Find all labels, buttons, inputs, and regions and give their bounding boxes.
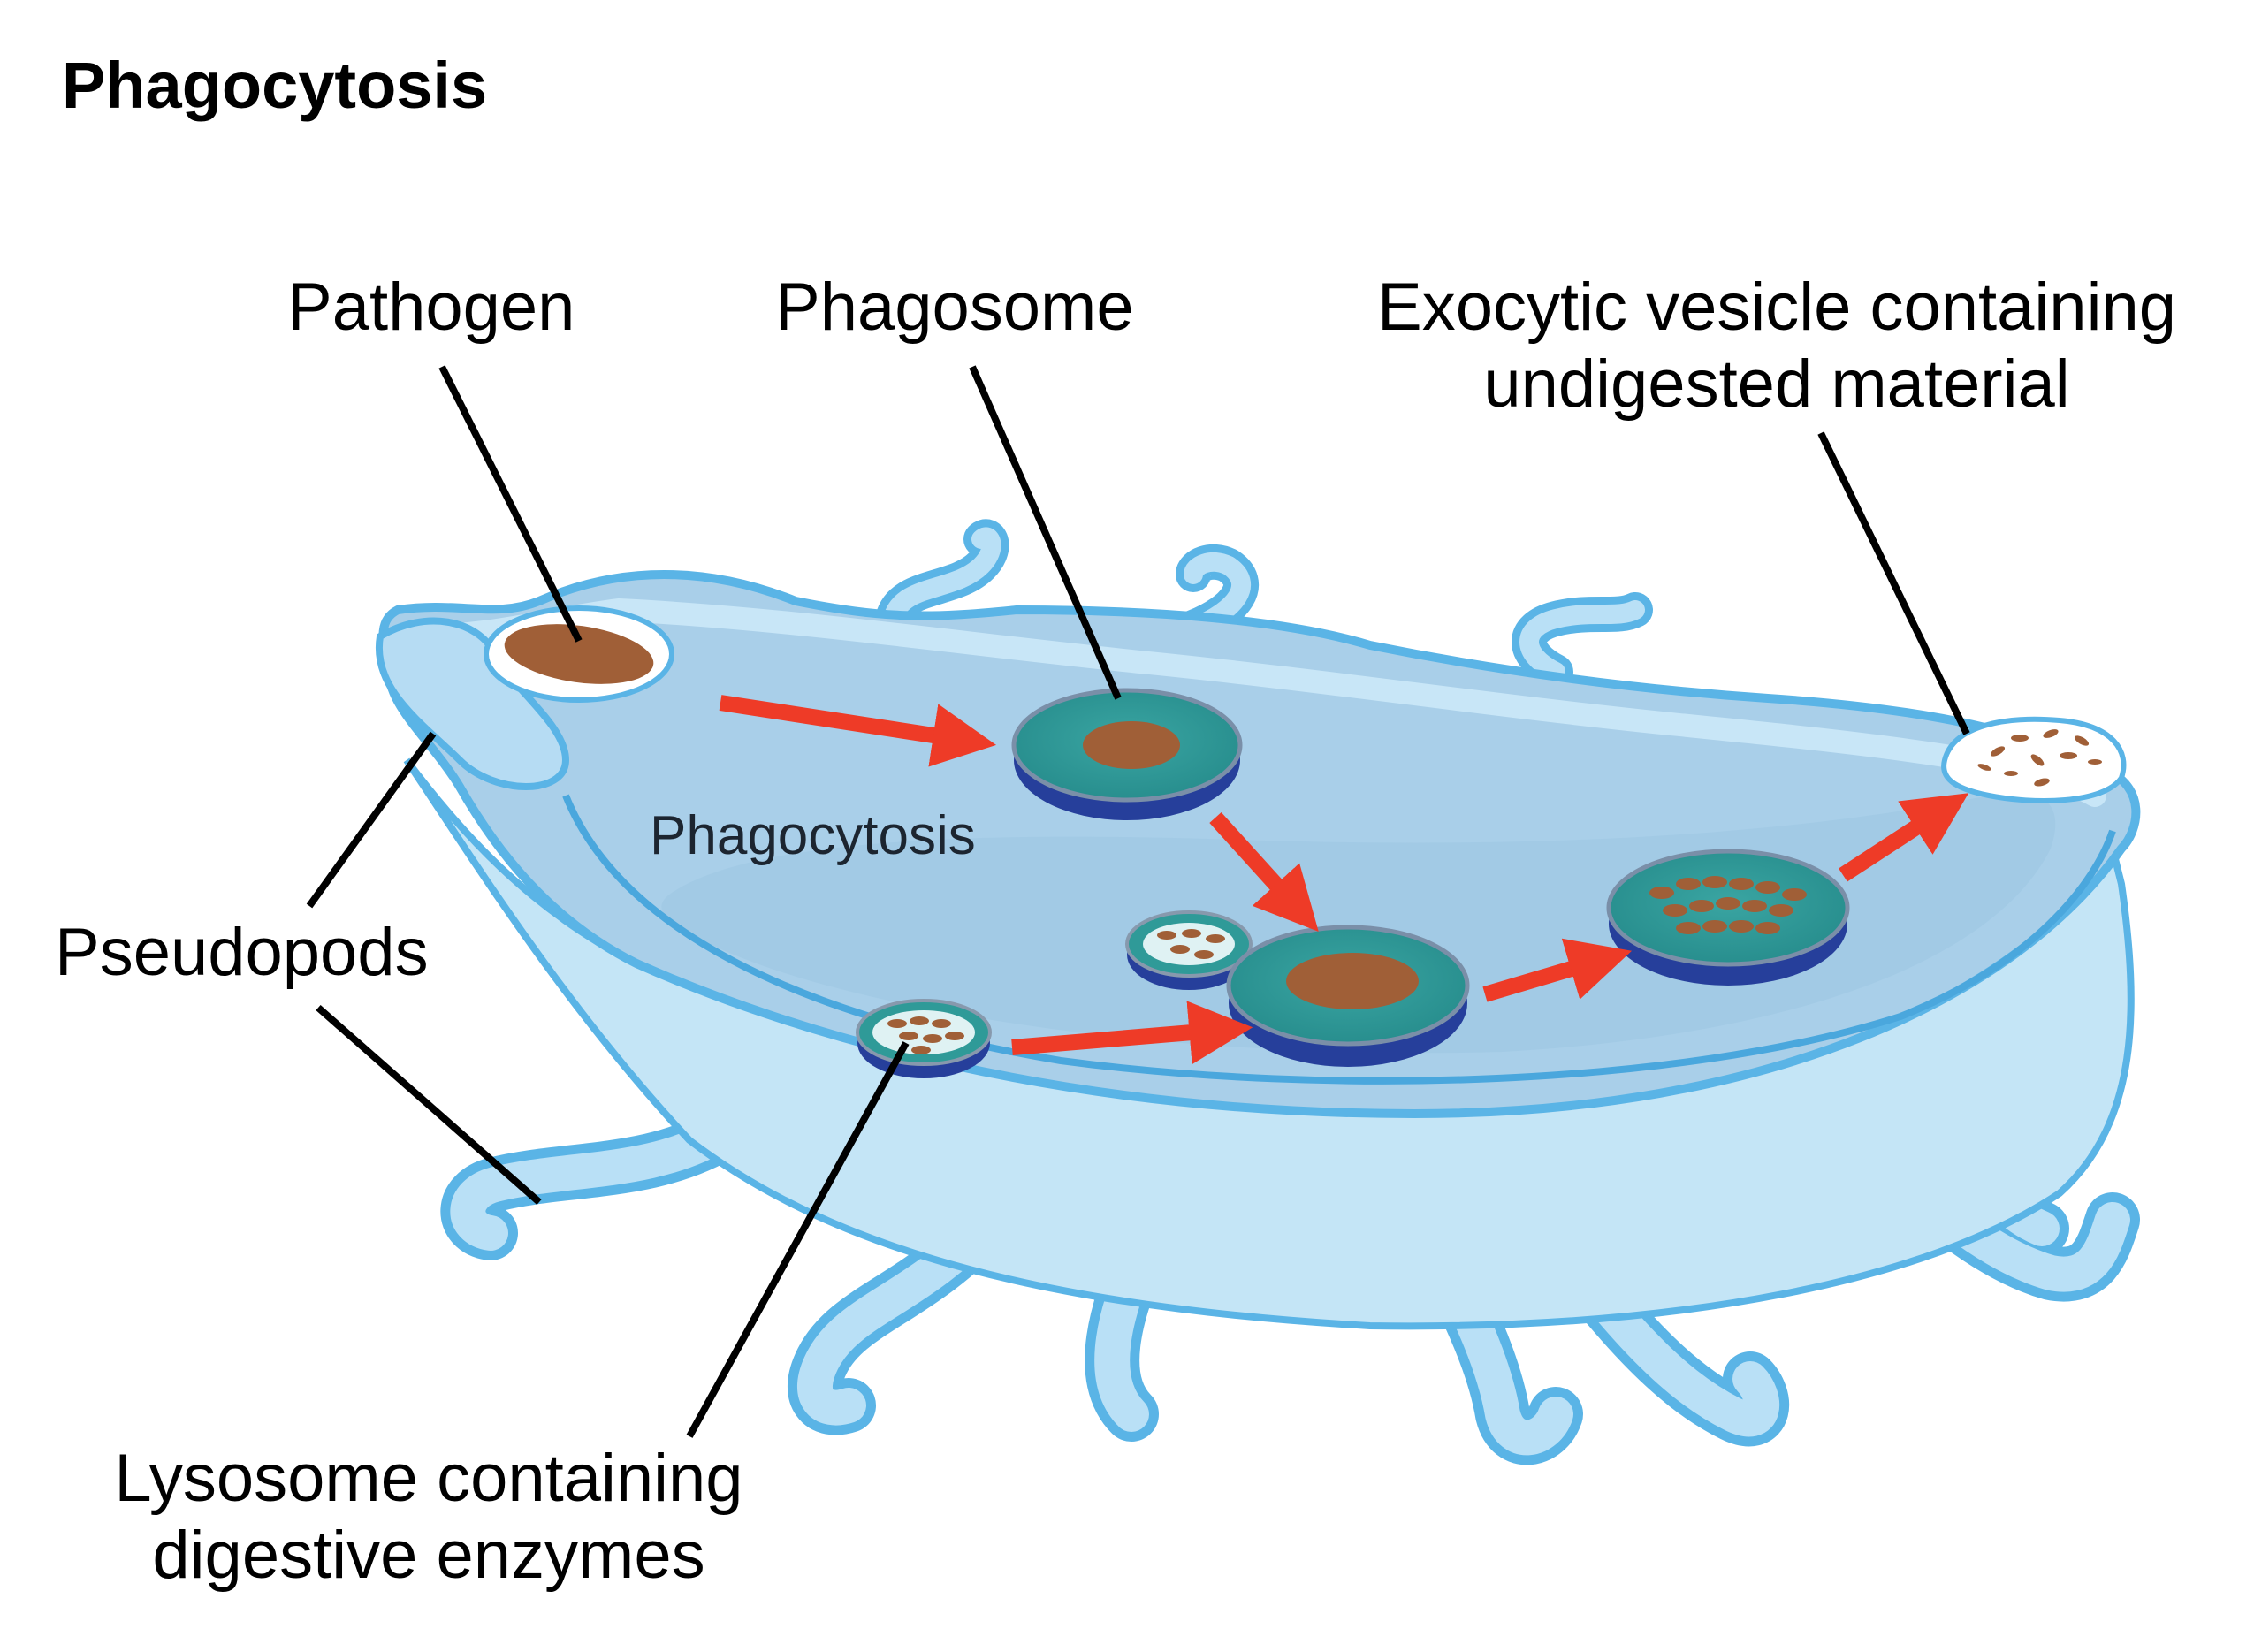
- phagosome-leader-line: [969, 365, 1122, 700]
- lysosome-leader-line: [686, 1041, 910, 1438]
- exocytic-leader-line: [1817, 431, 1970, 735]
- phagosome-vesicle-icon: [1011, 688, 1243, 820]
- process-arrows: [719, 695, 1969, 1065]
- pseudopods-label: Pseudopods: [55, 915, 429, 990]
- digesting-vesicle-icon: [1606, 849, 1850, 986]
- lysosome-label-line1: Lysosome containing: [114, 1441, 743, 1516]
- lysosome-label-line2: digestive enzymes: [152, 1517, 705, 1593]
- arrow-icon: [1482, 938, 1633, 1002]
- pathogen-icon: [484, 605, 674, 703]
- exocytic-vesicle-label: Exocytic vesicle containing undigested m…: [1308, 270, 2245, 423]
- leader-lines: [306, 365, 1970, 1438]
- arrow-icon: [719, 695, 997, 767]
- lysosome-label: Lysosome containing digestive enzymes: [49, 1441, 809, 1594]
- phagocytosis-process-label: Phagocytosis: [650, 805, 976, 866]
- pathogen-label: Pathogen: [287, 270, 575, 345]
- pseudopods-leader-line-lower: [316, 1004, 542, 1206]
- pseudopods-leader-line-upper: [306, 731, 437, 909]
- exocytic-vesicle-icon: [1941, 716, 2127, 803]
- pathogen-leader-line: [438, 365, 583, 643]
- diagram-title: Phagocytosis: [62, 49, 488, 122]
- exocytic-label-line1: Exocytic vesicle containing: [1377, 270, 2176, 345]
- phagosome-label: Phagosome: [775, 270, 1134, 345]
- arrow-icon: [1839, 793, 1969, 882]
- arrow-icon: [1209, 811, 1319, 933]
- exocytic-label-line2: undigested material: [1483, 346, 2070, 422]
- fusing-vesicles-icon: [1125, 910, 1470, 1067]
- arrow-icon: [1011, 1001, 1253, 1065]
- lysosome-vesicle-icon: [856, 999, 992, 1078]
